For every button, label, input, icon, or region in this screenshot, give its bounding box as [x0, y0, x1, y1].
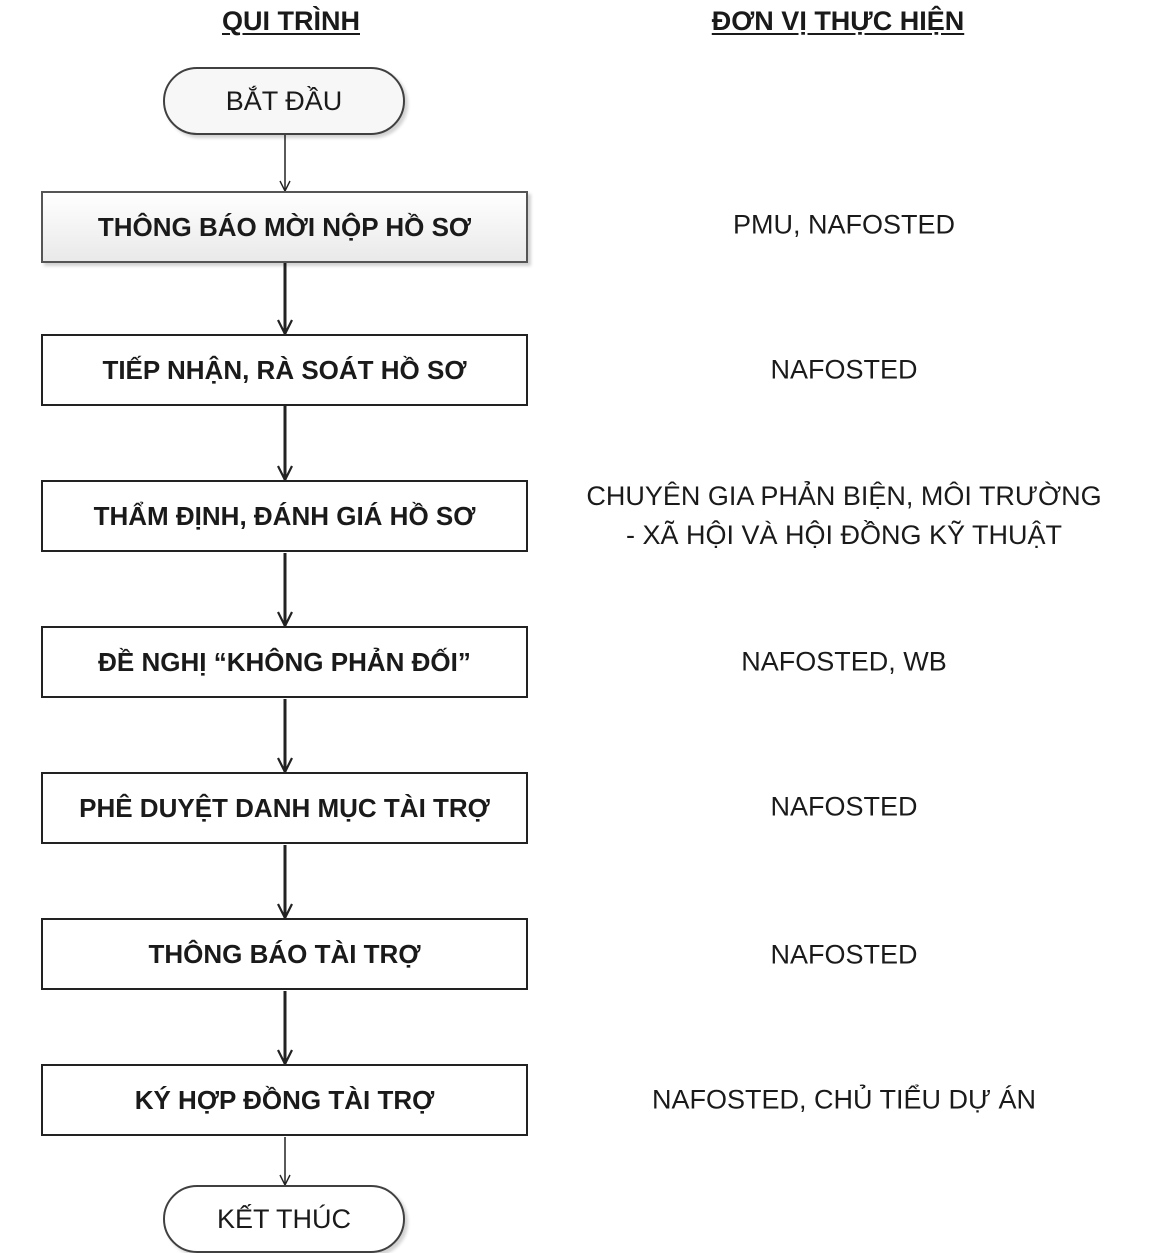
unit-line: CHUYÊN GIA PHẢN BIỆN, MÔI TRƯỜNG [586, 481, 1102, 511]
unit-line: NAFOSTED [770, 354, 918, 385]
step-appraise-evaluate: THẨM ĐỊNH, ĐÁNH GIÁ HỒ SƠ [41, 480, 528, 552]
step-receive-review: TIẾP NHẬN, RÀ SOÁT HỒ SƠ [41, 334, 528, 406]
unit-line: NAFOSTED, CHỦ TIỂU DỰ ÁN [651, 1084, 1037, 1115]
step-no-objection-request: ĐỀ NGHỊ “KHÔNG PHẢN ĐỐI” [41, 626, 528, 698]
unit-line: - XÃ HỘI VÀ HỘI ĐỒNG KỸ THUẬT [625, 520, 1063, 550]
step-sign-contract: KÝ HỢP ĐỒNG TÀI TRỢ [41, 1064, 528, 1136]
unit-line: NAFOSTED [770, 791, 918, 822]
step-funding-notice: THÔNG BÁO TÀI TRỢ [41, 918, 528, 990]
start-terminal: BẮT ĐẦU [163, 67, 405, 135]
unit-step-5: NAFOSTED [574, 788, 1114, 827]
unit-line: PMU, NAFOSTED [732, 209, 955, 240]
unit-column-heading: ĐƠN VỊ THỰC HIỆN [711, 6, 965, 36]
step-call-for-proposals: THÔNG BÁO MỜI NỘP HỒ SƠ [41, 191, 528, 263]
unit-step-1: PMU, NAFOSTED [574, 206, 1114, 245]
unit-step-6: NAFOSTED [574, 936, 1114, 975]
unit-step-4: NAFOSTED, WB [574, 643, 1114, 682]
unit-line: NAFOSTED, WB [741, 646, 947, 677]
process-column-heading: QUI TRÌNH [222, 6, 360, 36]
step-approve-funding-list: PHÊ DUYỆT DANH MỤC TÀI TRỢ [41, 772, 528, 844]
unit-step-3: CHUYÊN GIA PHẢN BIỆN, MÔI TRƯỜNG - XÃ HỘ… [574, 477, 1114, 555]
unit-line: NAFOSTED [770, 939, 918, 970]
unit-step-2: NAFOSTED [574, 351, 1114, 390]
end-terminal: KẾT THÚC [163, 1185, 405, 1253]
unit-step-7: NAFOSTED, CHỦ TIỂU DỰ ÁN [574, 1081, 1114, 1120]
